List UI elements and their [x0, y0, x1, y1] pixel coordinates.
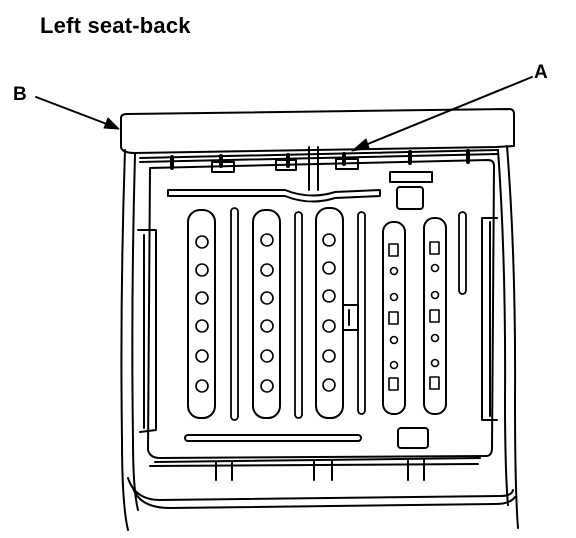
seat-back-left-inner-side	[131, 153, 139, 511]
lower-straps	[149, 457, 481, 481]
lower-right-block	[397, 427, 429, 449]
rib-panel-1	[187, 209, 216, 419]
seat-back-right-inner-side	[497, 149, 509, 506]
rib-panel-4	[382, 221, 406, 415]
leader-line-a	[351, 76, 533, 152]
rib-panel-3	[315, 207, 344, 419]
lower-stiffener	[184, 434, 362, 442]
right-side-channel	[481, 217, 498, 421]
back-panel	[147, 159, 495, 459]
center-post	[308, 146, 319, 191]
callout-label-a: A	[534, 62, 548, 83]
top-clip-1	[211, 161, 235, 173]
top-right-block	[396, 186, 424, 210]
center-latch-tab	[342, 304, 359, 331]
top-clip-3	[335, 158, 359, 170]
rib-panel-5	[423, 217, 447, 415]
bottom-rail-inner	[132, 487, 516, 509]
top-slot	[389, 171, 433, 183]
leader-line-b	[35, 96, 120, 130]
top-clip-2	[275, 159, 297, 171]
seat-back-left-side	[120, 149, 129, 531]
upper-stiffener	[167, 189, 381, 203]
callout-label-b: B	[13, 84, 27, 105]
bottom-rail-outer	[127, 477, 514, 501]
seat-back-right-side	[506, 145, 519, 529]
left-side-channel	[137, 229, 157, 433]
diagram-title: Left seat-back	[40, 13, 191, 38]
rib-panel-2	[252, 209, 281, 419]
rib-holes	[195, 233, 440, 393]
